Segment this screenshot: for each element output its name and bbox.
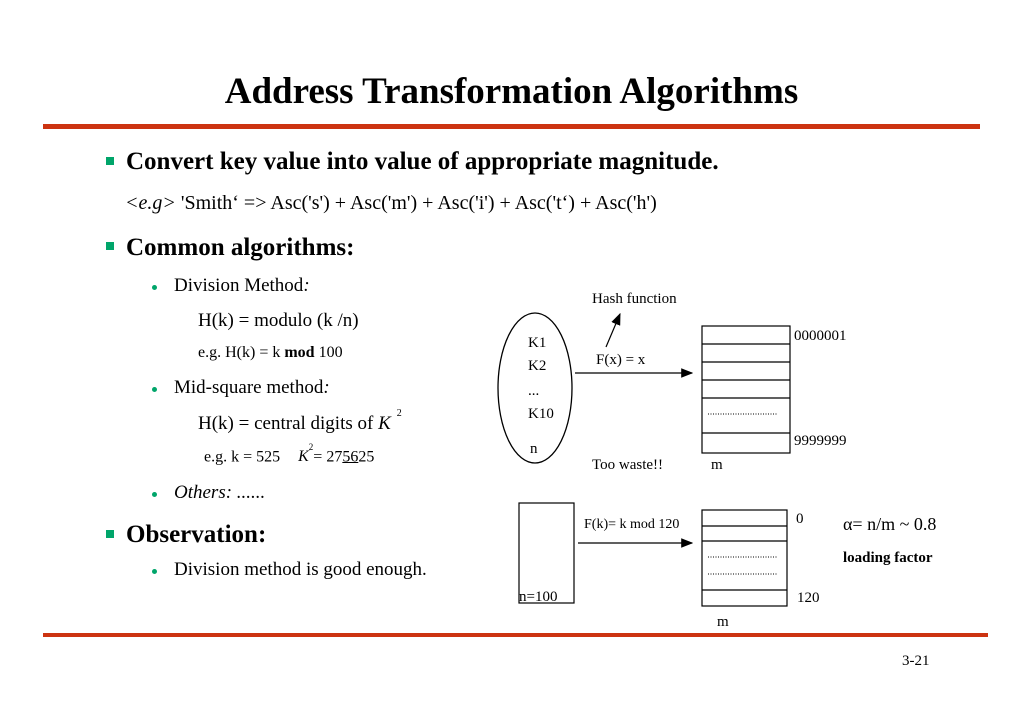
table-top-index: 0 bbox=[796, 511, 804, 527]
division-method-colon: : bbox=[303, 275, 310, 296]
key-ellipsis: ... bbox=[528, 383, 540, 399]
hash-table-large bbox=[701, 325, 791, 454]
key-k2: K2 bbox=[528, 358, 547, 374]
division-example-prefix: e.g. H(k) = k bbox=[198, 344, 285, 361]
bullet-dot-icon bbox=[152, 387, 157, 392]
table-bottom-value: 9999999 bbox=[794, 433, 847, 449]
midsquare-example-tail: 25 bbox=[358, 448, 375, 466]
example-text: 'Smith‘ => Asc('s') + Asc('m') + Asc('i'… bbox=[180, 192, 657, 214]
bullet-observation: Observation: bbox=[126, 521, 267, 548]
hash-function-label: Hash function bbox=[592, 291, 677, 307]
division-formula: H(k) = modulo (k /n) bbox=[198, 310, 359, 331]
observation-item: Division method is good enough. bbox=[174, 559, 427, 580]
k-variable: K bbox=[298, 448, 309, 466]
division-example-mod: mod bbox=[284, 344, 315, 361]
bullet-square-icon bbox=[106, 157, 114, 165]
midsquare-example-prefix: e.g. k = 525 bbox=[204, 448, 281, 466]
table-top-value: 0000001 bbox=[794, 328, 847, 344]
n-label: n bbox=[530, 441, 538, 457]
bullet-square-icon bbox=[106, 242, 114, 250]
k-exponent: 2 bbox=[396, 407, 402, 419]
footer-rule bbox=[43, 633, 988, 637]
midsquare-example-underlined: 56 bbox=[342, 448, 359, 466]
division-method-label: Division Method bbox=[174, 275, 304, 296]
midsquare-example-eq: = 27 bbox=[313, 448, 343, 466]
page-number: 3-21 bbox=[902, 653, 930, 669]
bullet-convert: Convert key value into value of appropri… bbox=[126, 148, 719, 175]
alpha-formula: α= n/m ~ 0.8 bbox=[843, 514, 937, 534]
title-rule bbox=[43, 124, 980, 129]
bullet-common: Common algorithms: bbox=[126, 234, 355, 261]
key-set-box bbox=[518, 502, 575, 604]
page-title: Address Transformation Algorithms bbox=[224, 71, 799, 112]
table-bottom-index: 120 bbox=[797, 590, 820, 606]
too-waste-label: Too waste!! bbox=[592, 457, 664, 473]
example-line: <e.g> 'Smith‘ => Asc('s') + Asc('m') + A… bbox=[125, 192, 657, 215]
bullet-square-icon bbox=[106, 530, 114, 538]
key-set-ellipse bbox=[497, 312, 573, 464]
fk-label: F(k)= k mod 120 bbox=[584, 517, 680, 532]
division-example-suffix: 100 bbox=[314, 344, 343, 361]
hash-table-small bbox=[701, 509, 788, 607]
midsquare-colon: : bbox=[323, 377, 330, 398]
bullet-dot-icon bbox=[152, 285, 157, 290]
division-example: e.g. H(k) = k mod 100 bbox=[198, 344, 343, 362]
midsquare-formula-text: H(k) = central digits of bbox=[198, 413, 379, 434]
loading-factor-label: loading factor bbox=[843, 550, 933, 566]
midsquare-example: e.g. k = 525 K2= 275625 bbox=[204, 442, 375, 466]
bullet-dot-icon bbox=[152, 492, 157, 497]
midsquare-label: Mid-square method bbox=[174, 377, 324, 398]
m-label-2: m bbox=[717, 614, 729, 630]
midsquare-heading: Mid-square method: bbox=[174, 377, 330, 399]
division-method-heading: Division Method: bbox=[174, 275, 310, 297]
k-exponent: 2 bbox=[308, 442, 314, 452]
key-k1: K1 bbox=[528, 335, 547, 351]
bullet-dot-icon bbox=[152, 569, 157, 574]
key-k10: K10 bbox=[528, 406, 554, 422]
others-item: Others: ...... bbox=[174, 482, 266, 503]
k-variable: K bbox=[378, 413, 391, 434]
n100-label: n=100 bbox=[519, 589, 558, 605]
m-label: m bbox=[711, 457, 723, 473]
fx-label: F(x) = x bbox=[596, 352, 646, 368]
hash-pointer-line bbox=[605, 312, 621, 348]
example-prefix: <e.g> bbox=[125, 192, 176, 214]
